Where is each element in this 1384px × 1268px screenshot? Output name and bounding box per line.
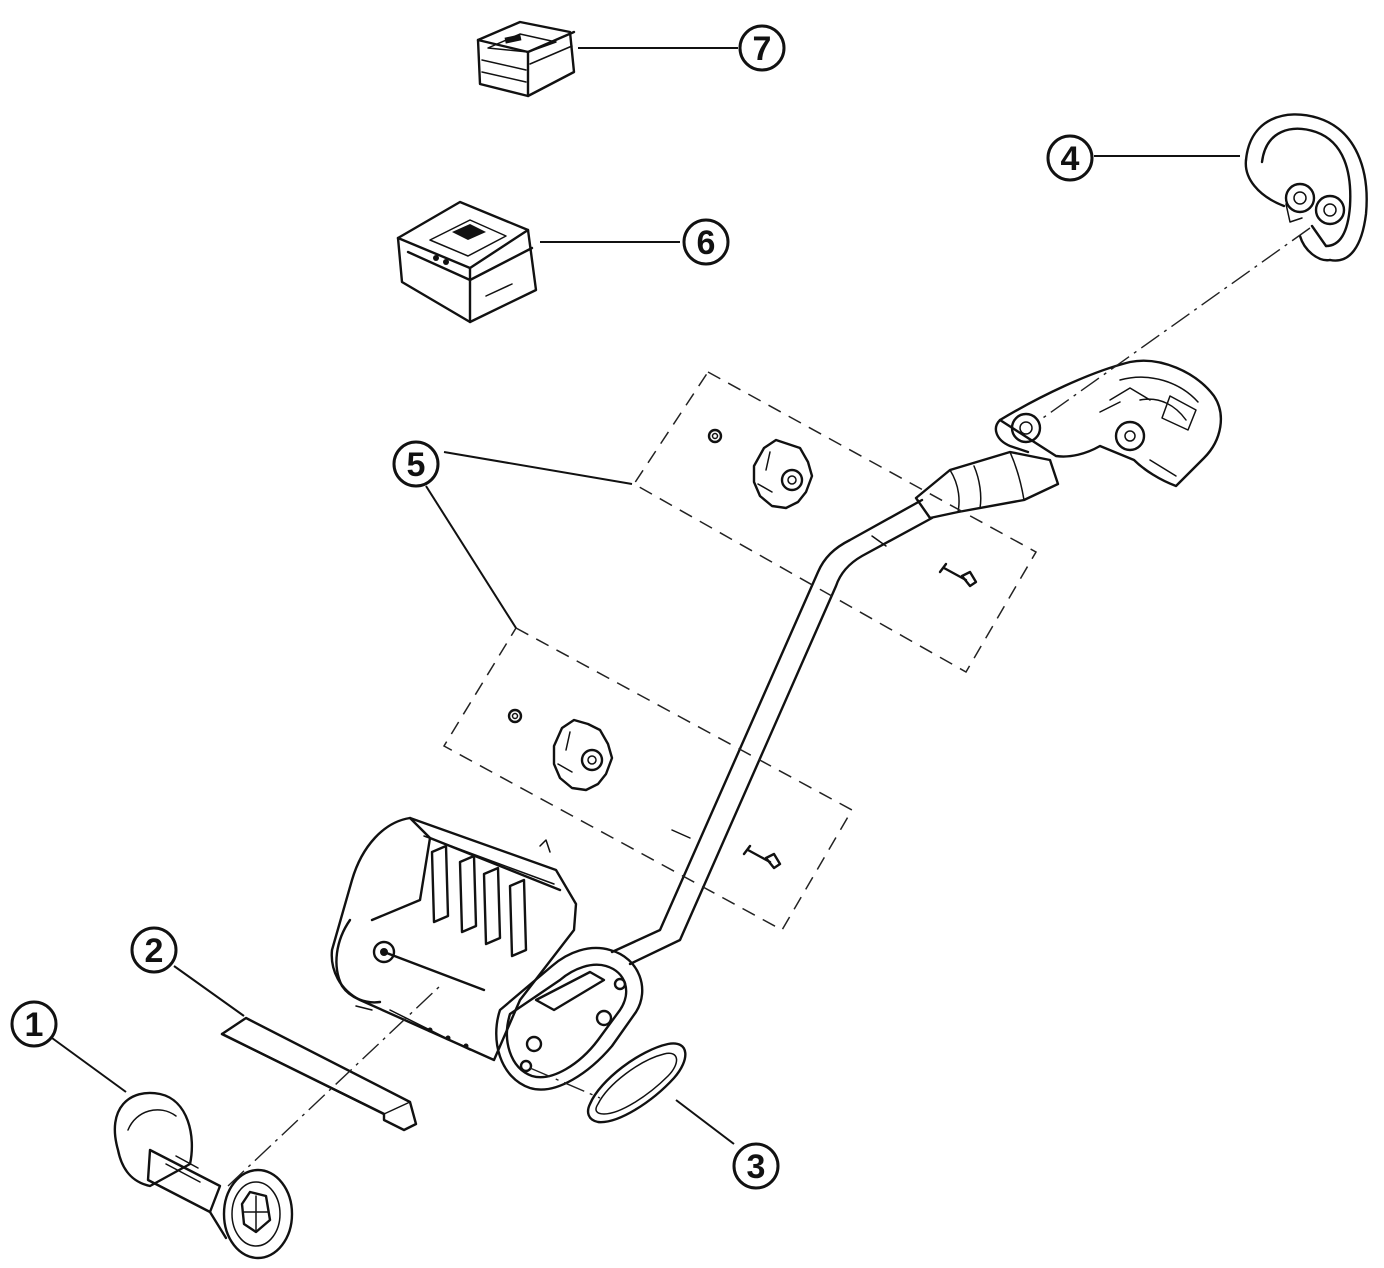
callout-1: 1	[10, 1000, 58, 1048]
callout-label: 2	[145, 932, 164, 970]
motor-head	[994, 359, 1222, 488]
callout-label: 3	[747, 1148, 766, 1186]
scraper-blade	[220, 1016, 418, 1132]
callout-label: 1	[25, 1006, 44, 1044]
callout-label: 7	[753, 30, 772, 68]
bolt-kit-upper	[632, 371, 1038, 674]
battery-pack	[476, 20, 576, 98]
callout-3: 3	[732, 1142, 780, 1190]
callout-label: 5	[407, 446, 426, 484]
wheel-axle-assembly	[113, 1091, 294, 1260]
callout-6: 6	[682, 218, 730, 266]
d-handle	[1244, 113, 1368, 262]
callout-7: 7	[738, 24, 786, 72]
auger-housing	[330, 816, 578, 1062]
callout-label: 6	[697, 224, 716, 262]
drive-belt	[586, 1042, 687, 1124]
callout-4: 4	[1046, 134, 1094, 182]
callout-label: 4	[1061, 140, 1080, 178]
callout-5-upper: 5	[392, 440, 440, 488]
bolt-kit-lower	[442, 627, 854, 932]
grip-sleeve	[914, 450, 1060, 520]
callout-2: 2	[130, 926, 178, 974]
belt-cover	[495, 946, 644, 1091]
battery-charger	[396, 200, 538, 324]
shaft-tube	[610, 498, 934, 966]
assembly-centerlines	[227, 227, 1311, 1187]
leader-lines	[51, 47, 1240, 1145]
